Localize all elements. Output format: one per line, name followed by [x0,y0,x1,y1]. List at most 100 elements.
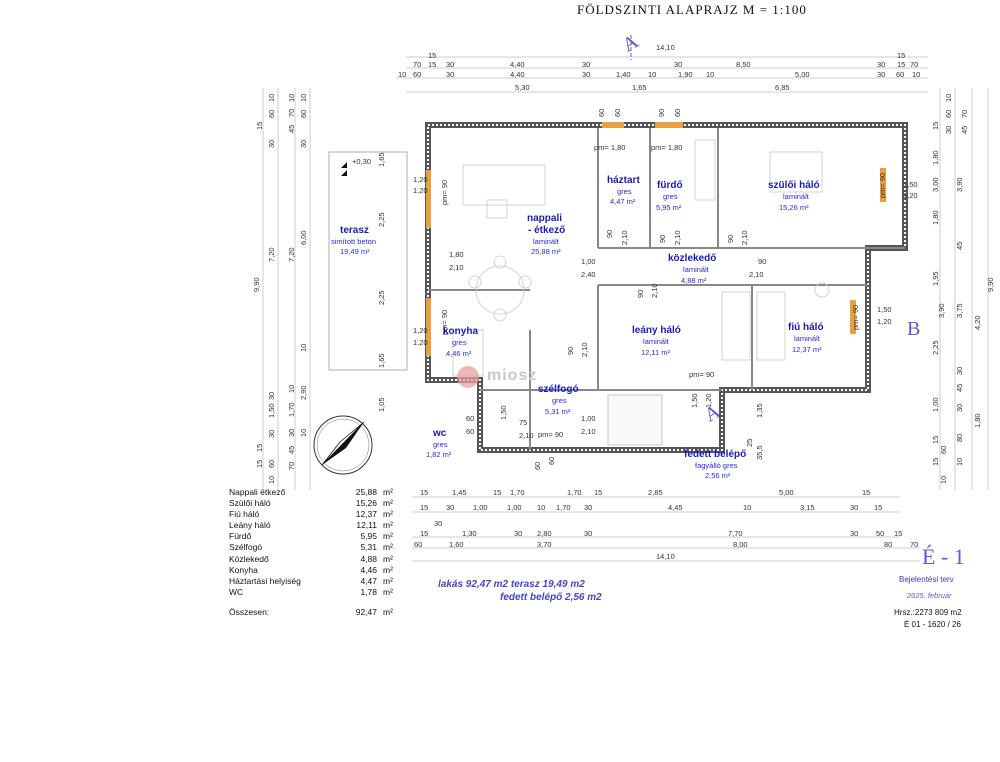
dim-bot-r1-6: 2,85 [648,488,663,497]
area-room-value: 5,95 [360,531,377,542]
dim-left-16: 30 [267,392,276,400]
area-total-value: 92,47 [355,606,377,617]
dim-bot-r1-8: 15 [862,488,870,497]
dim-100-a: 1,00 [581,257,596,266]
room-area-szelfogo: 5,31 m² [545,407,571,416]
dim-win-120d: 1,20 [413,338,428,347]
dim-bot-r4-1: 1,60 [449,540,464,549]
dim-right-2: 45 [960,126,969,134]
dim-top-row2: 70 15 30 4,40 30 30 8,50 30 15 70 [413,60,918,69]
area-room-unit: m² [383,542,393,553]
dim-left-14: 10 [299,344,308,352]
dim-top-r2-3: 4,40 [510,60,525,69]
windows [426,122,886,356]
dim-bot-r2-1: 30 [446,503,454,512]
dim-top-r3-4: 30 [582,70,590,79]
area-room-value: 5,31 [360,542,377,553]
dim-left-8: 60 [299,110,308,118]
inner-dimensions: pm= 90 1,20 1,20 1,80 2,10 pm= 90 1,20 1… [377,109,918,470]
dim-right-14: 4,20 [973,315,982,330]
dim-right-25: 10 [939,476,948,484]
dim-bot-r3-5: 30 [584,529,592,538]
area-room-name: Fürdő [229,531,252,542]
dim-bot-r2-9: 3,15 [800,503,815,512]
room-material-kozlekedo: laminált [683,265,710,274]
level-marker: +0,30 [352,157,371,166]
room-name-szelfogo: szélfogó [538,384,579,395]
section-mark-a-top: A [619,30,643,57]
room-area-belepo: 2,56 m² [705,471,731,480]
dim-left-11: 6,00 [299,230,308,245]
dim-bot-r2-5: 1,70 [556,503,571,512]
dim-top-r3-0: 10 [398,70,406,79]
dim-90-e: 90 [758,257,766,266]
inner-walls [428,128,905,450]
drawing-title: FÖLDSZINTI ALAPRAJZ M = 1:100 [577,2,807,17]
room-name-etkezo: - étkező [528,225,565,236]
dim-pm90-szelfogo: pm= 90 [538,430,563,439]
dim-left-28: 10 [267,476,276,484]
dim-210-e: 2,10 [650,283,659,298]
dim-bot-r3-2: 1,30 [462,529,477,538]
room-material-haztart: gres [617,187,632,196]
dim-right-11: 1,95 [931,271,940,286]
room-name-kozlekedo: közlekedő [668,253,716,264]
dim-120-g: 1,20 [704,393,713,408]
room-area-haztart: 4,47 m² [610,197,636,206]
dim-180-nappali: 1,80 [449,250,464,259]
terrace-outline [328,151,408,371]
dim-left-20: 1,70 [287,402,296,417]
dim-top-r3-1: 60 [413,70,421,79]
dim-top-r2-1: 15 [428,60,436,69]
dim-bot-r2-11: 15 [874,503,882,512]
room-name-nappali: nappali [527,213,562,224]
dim-top-r4-2: 6,85 [775,83,790,92]
dim-right-12: 3,90 [937,303,946,318]
area-room-name: Szülői háló [229,498,271,509]
area-room-unit: m² [383,509,393,520]
plan-type: Bejelentési terv [899,575,954,584]
area-room-name: Szélfogó [229,542,263,553]
area-room-unit: m² [383,564,393,575]
dim-right-17: 30 [955,367,964,375]
dim-25: 25 [745,439,754,447]
dim-225-a: 2,25 [377,212,386,227]
section-mark-b-right: B [907,318,920,340]
room-material-leany: laminált [643,337,670,346]
dim-bot-r1-4: 1,70 [567,488,582,497]
dim-60-e: 60 [466,427,474,436]
dim-top-r3-3: 4,40 [510,70,525,79]
dim-left-21: 10 [299,429,308,437]
dim-90-a: 90 [657,109,666,117]
dim-bot-r3-9: 15 [894,529,902,538]
watermark-logo-icon [457,366,479,388]
dim-90-b: 90 [605,230,614,238]
dim-60-b: 60 [613,109,622,117]
area-room-unit: m² [383,520,393,531]
area-total-unit: m² [383,606,393,617]
dim-right-10: 45 [955,242,964,250]
dim-bot-r4-4: 80 [884,540,892,549]
dim-right-24: 10 [955,458,964,466]
right-dimensions: 10 70 45 30 15 60 1,80 3,00 3,90 1,80 45… [931,88,995,490]
room-material-wc: gres [433,440,448,449]
area-room-unit: m² [383,487,393,497]
dim-right-18: 45 [955,384,964,392]
dim-left-15: 10 [287,385,296,393]
dim-bot-r2-8: 10 [743,503,751,512]
dim-bot-r1-3: 1,70 [510,488,525,497]
dim-bot-r1-5: 15 [594,488,602,497]
dim-210-nappali: 2,10 [449,263,464,272]
dim-top-r3-2: 30 [446,70,454,79]
dim-pm90-nappali: pm= 90 [440,180,449,205]
room-name-furdo: fürdő [657,180,683,191]
room-material-konyha: gres [452,338,467,347]
dim-top-r3-9: 5,00 [795,70,810,79]
dim-240: 2,40 [581,270,596,279]
